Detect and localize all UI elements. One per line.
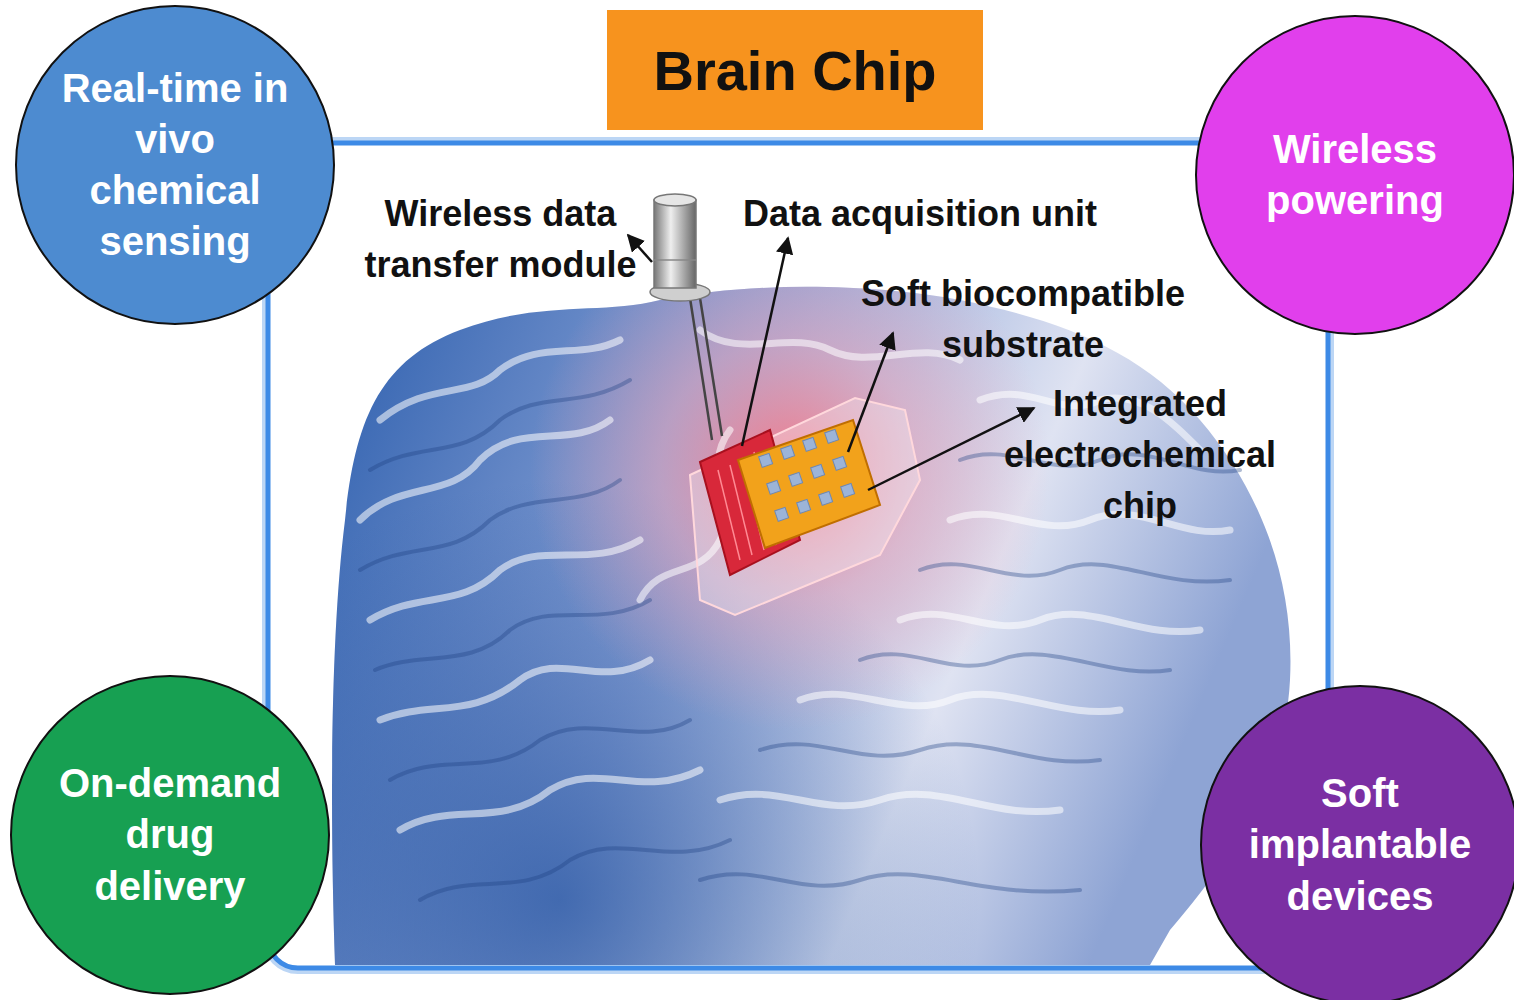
title-text: Brain Chip: [653, 38, 936, 103]
circle-text: On-demand drug delivery: [55, 758, 285, 912]
callout-label: Wireless data transfer module: [333, 188, 668, 290]
circle-text: Wireless powering: [1230, 124, 1480, 226]
callout-label: Data acquisition unit: [705, 188, 1135, 239]
feature-circle: Soft implantable devices: [1200, 685, 1514, 1000]
callout-label: Integrated electrochemical chip: [975, 378, 1305, 531]
feature-circle: On-demand drug delivery: [10, 675, 330, 995]
feature-circle: Real-time in vivo chemical sensing: [15, 5, 335, 325]
circle-text: Real-time in vivo chemical sensing: [50, 63, 300, 268]
feature-circle: Wireless powering: [1195, 15, 1514, 335]
title-box: Brain Chip: [607, 10, 983, 130]
callout-label: Soft biocompatible substrate: [828, 268, 1218, 370]
circle-text: Soft implantable devices: [1220, 768, 1500, 922]
